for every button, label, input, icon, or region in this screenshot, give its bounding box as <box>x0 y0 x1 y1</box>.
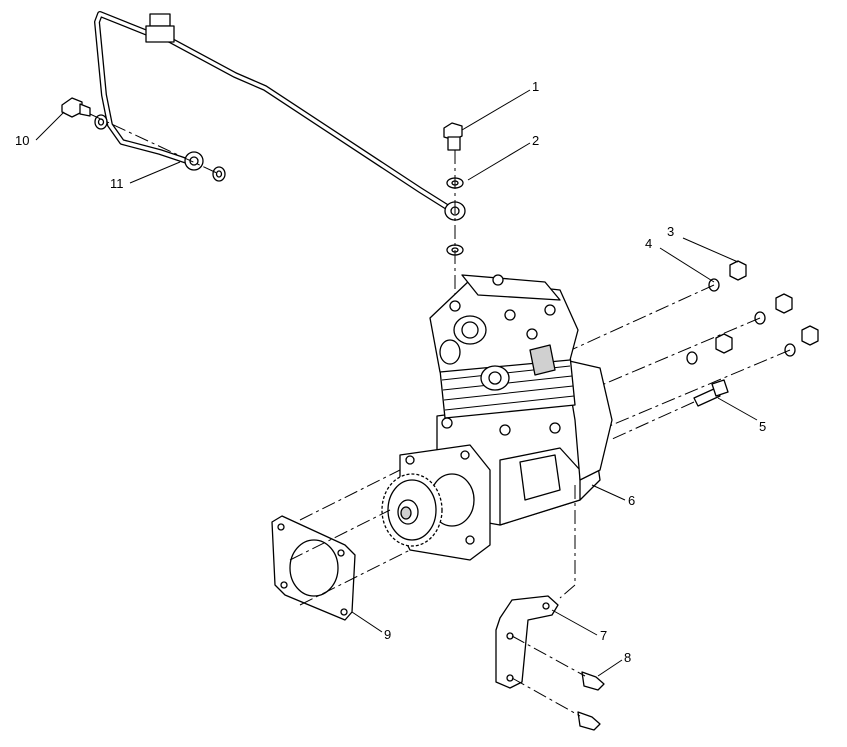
leader-lines <box>35 89 758 677</box>
flange-gasket-9 <box>271 469 411 621</box>
oil-supply-tube <box>94 11 466 221</box>
callout-3: 3 <box>667 224 674 239</box>
stud-bolt-5 <box>609 379 729 441</box>
bolts-8 <box>511 635 605 731</box>
callout-labels: 1 2 3 4 5 6 7 8 9 10 11 <box>15 79 766 665</box>
callout-9: 9 <box>384 627 391 642</box>
callout-8: 8 <box>624 650 631 665</box>
drive-gear <box>381 473 443 547</box>
callout-1: 1 <box>532 79 539 94</box>
banjo-bolt-10 <box>61 97 226 182</box>
callout-10: 10 <box>15 133 29 148</box>
callout-6: 6 <box>628 493 635 508</box>
support-bracket-7 <box>495 485 576 689</box>
callout-7: 7 <box>600 628 607 643</box>
banjo-bolt-1 <box>443 122 464 320</box>
callout-5: 5 <box>759 419 766 434</box>
callout-11: 11 <box>110 176 124 191</box>
callout-4: 4 <box>645 236 652 251</box>
nut-set <box>559 260 819 431</box>
callout-2: 2 <box>532 133 539 148</box>
